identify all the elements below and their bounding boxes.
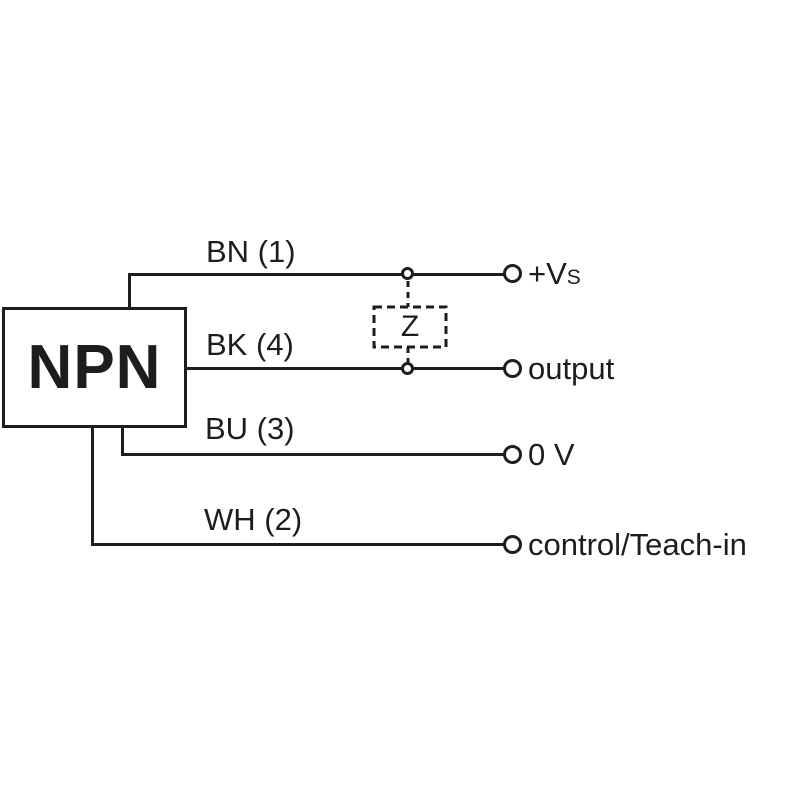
signal-vs-sub: S [566, 266, 581, 289]
signal-control-label: control/Teach-in [528, 527, 747, 562]
terminal-output-circle [503, 359, 522, 378]
wire-bk [184, 367, 505, 370]
signal-0v-label: 0 V [528, 437, 575, 472]
device-label: NPN [27, 332, 162, 402]
signal-vs-main: +V [528, 256, 567, 291]
terminal-control-circle [503, 535, 522, 554]
wire-wh [91, 543, 505, 546]
signal-vs-label: +VS [528, 257, 581, 295]
terminal-0v-circle [503, 445, 522, 464]
terminal-vs-circle [503, 264, 522, 283]
wire-bu-label: BU (3) [205, 411, 295, 446]
wire-wh-label: WH (2) [204, 502, 303, 537]
wire-bu [121, 453, 505, 456]
junction-bn-circle [401, 267, 414, 280]
wire-bn-vertical [128, 273, 131, 309]
wire-bu-vertical [121, 425, 124, 456]
signal-output-label: output [528, 351, 615, 386]
z-block-label: Z [400, 310, 420, 343]
device-box: NPN [2, 307, 187, 428]
wire-bk-label: BK (4) [206, 327, 294, 362]
junction-bk-circle [401, 362, 414, 375]
wire-bn-label: BN (1) [206, 234, 296, 269]
wire-wh-vertical [91, 425, 94, 546]
wire-bn [128, 273, 505, 276]
